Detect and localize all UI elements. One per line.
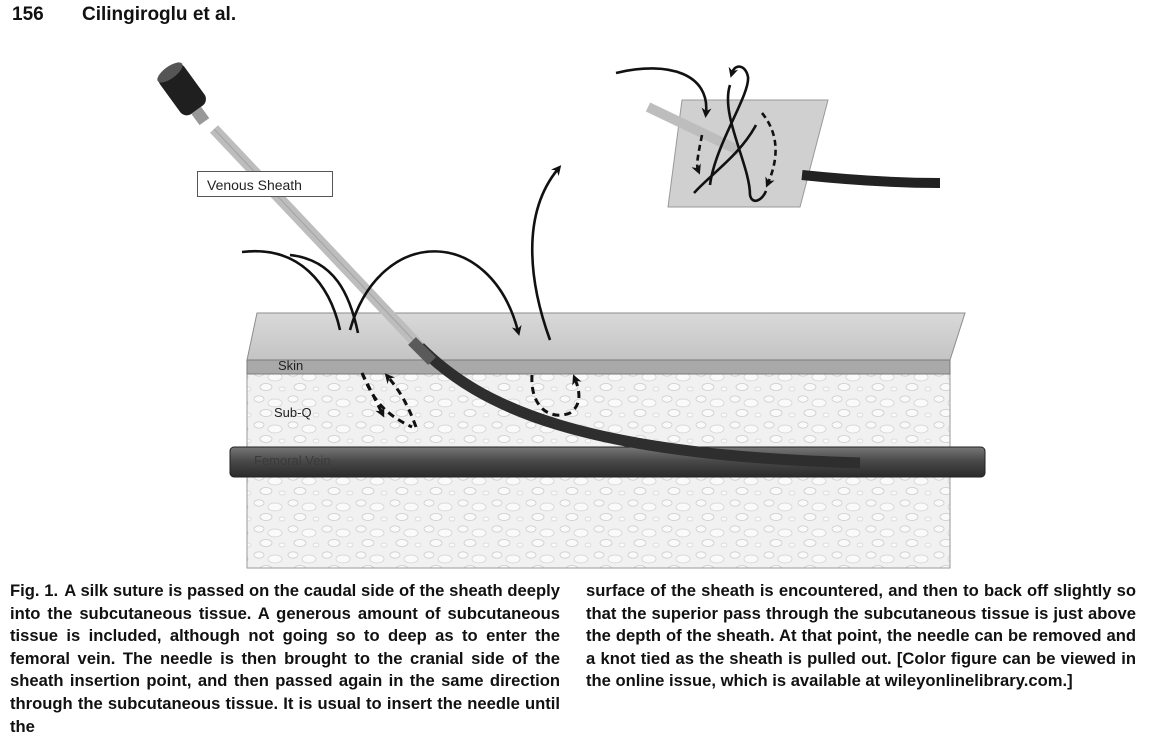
femoral-vein-label: Femoral Vein (254, 453, 331, 468)
caption-text-right: surface of the sheath is encountered, an… (586, 581, 1136, 691)
figure-illustration: Venous Sheath Skin Sub-Q Femoral Vein (150, 55, 1000, 575)
venous-sheath-label: Venous Sheath (197, 171, 333, 197)
figure-caption-left: Fig. 1. A silk suture is passed on the c… (10, 580, 560, 738)
running-authors: Cilingiroglu et al. (82, 4, 237, 25)
figure-caption-right: surface of the sheath is encountered, an… (586, 580, 1136, 693)
skin-label: Skin (278, 358, 304, 373)
figure-number: Fig. 1. (10, 581, 59, 600)
page-header: 156 Cilingiroglu et al. (12, 4, 236, 26)
sub-q-label: Sub-Q (274, 405, 312, 420)
page-number: 156 (12, 4, 44, 25)
suture-diagram (157, 62, 986, 569)
caption-text-left: A silk suture is passed on the caudal si… (10, 581, 560, 736)
